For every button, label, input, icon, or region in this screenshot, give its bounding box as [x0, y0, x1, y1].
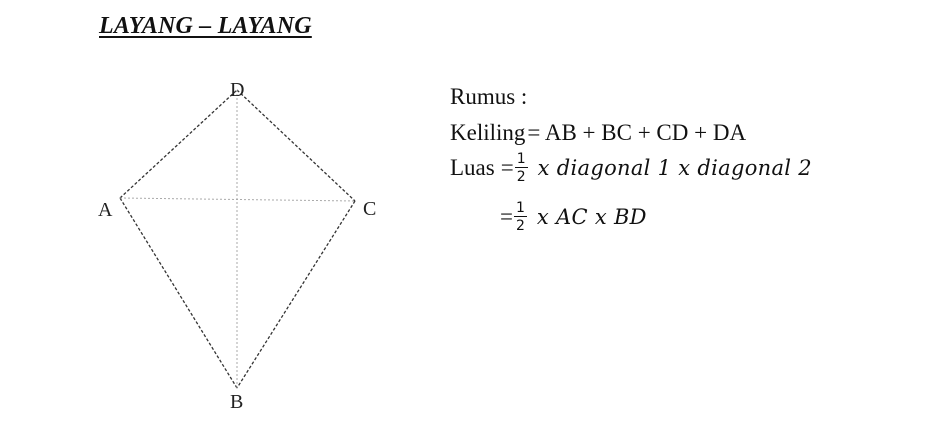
side-ba [119, 197, 238, 389]
keliling-expression: = AB + BC + CD + DA [527, 120, 747, 145]
luas-alt-formula: = 1 2 x AC x BD [500, 201, 647, 233]
side-dc [236, 89, 356, 202]
luas-formula: Luas = 1 2 x diagonal 1 x diagonal 2 [450, 152, 812, 184]
side-ad [119, 89, 238, 199]
luas-alt-expression: x AC x BD [536, 205, 647, 229]
luas-alt-equals: = [500, 204, 513, 229]
luas-equals: = [500, 155, 514, 180]
luas-fraction: 1 2 [514, 151, 528, 185]
vertex-label-c: C [363, 198, 376, 220]
keliling-formula: Keliling = AB + BC + CD + DA [450, 120, 746, 146]
luas-alt-fraction-denominator: 2 [515, 218, 525, 234]
luas-label: Luas [450, 155, 495, 180]
vertex-label-d: D [230, 79, 244, 101]
luas-expression: x diagonal 1 x diagonal 2 [537, 156, 812, 180]
vertex-label-a: A [98, 199, 113, 221]
luas-alt-fraction: 1 2 [513, 200, 527, 234]
luas-alt-fraction-numerator: 1 [513, 200, 527, 217]
vertex-label-b: B [230, 391, 243, 413]
side-cb [236, 200, 356, 389]
rumus-heading: Rumus : [450, 84, 528, 109]
luas-fraction-denominator: 2 [516, 169, 526, 185]
page-title: LAYANG – LAYANG [99, 13, 312, 39]
kite-diagram: D A C B [98, 79, 376, 413]
diagonal-ac [119, 197, 356, 202]
keliling-label: Keliling [450, 120, 526, 145]
luas-fraction-numerator: 1 [514, 151, 528, 168]
